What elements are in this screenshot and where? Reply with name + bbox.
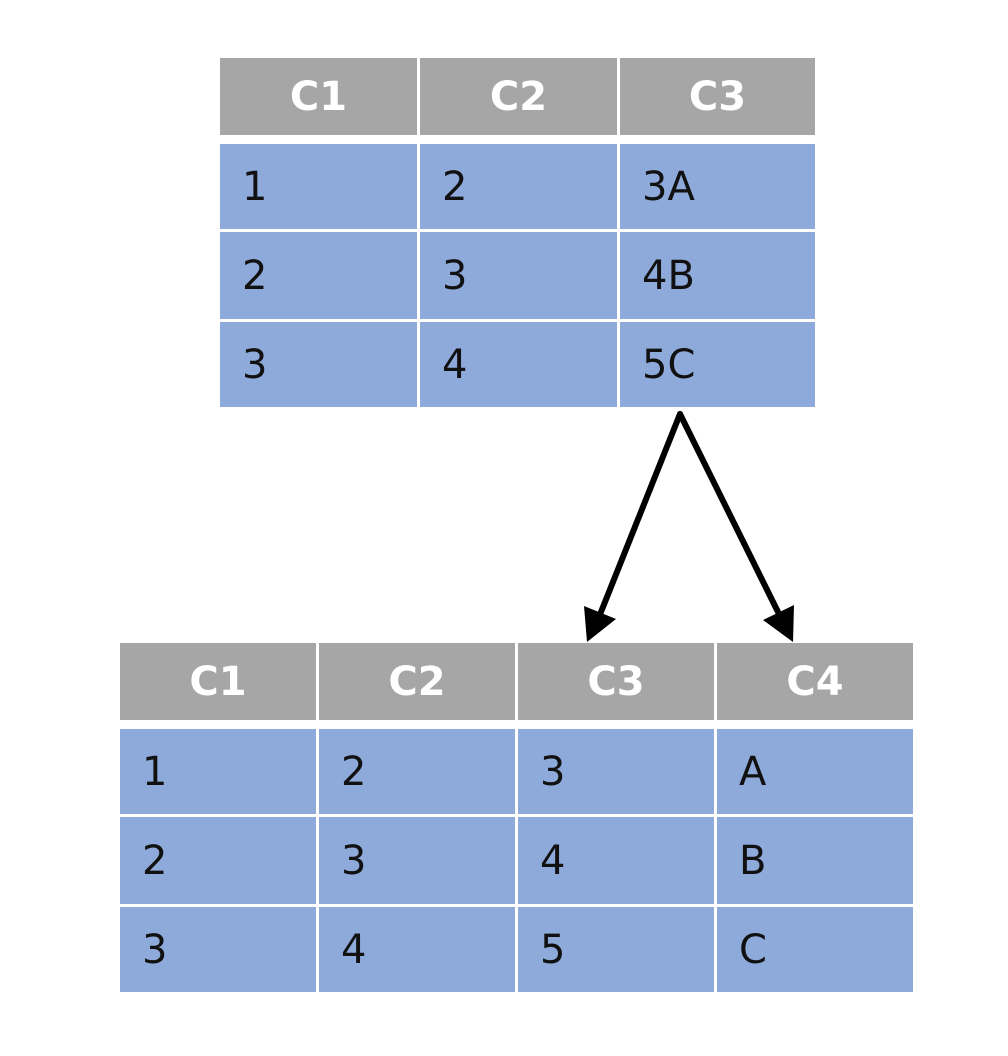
top-cell-r1-c2: 2 xyxy=(420,144,617,229)
top-cell-r3-c3: 5C xyxy=(620,322,815,407)
arrow-to-c3 xyxy=(584,411,683,642)
bottom-cell-r2-c4: B xyxy=(717,817,913,904)
bottom-cell-r3-c4: C xyxy=(717,907,913,992)
result-table: C1 C2 C3 C4 1 2 3 A 2 3 4 B 3 4 5 C xyxy=(120,643,913,992)
top-cell-r1-c1: 1 xyxy=(220,144,417,229)
bottom-header-c4: C4 xyxy=(717,643,913,720)
top-cell-r3-c2: 4 xyxy=(420,322,617,407)
bottom-cell-r1-c4: A xyxy=(717,729,913,814)
bottom-header-c3: C3 xyxy=(518,643,714,720)
bottom-cell-r1-c3: 3 xyxy=(518,729,714,814)
bottom-cell-r1-c1: 1 xyxy=(120,729,316,814)
bottom-header-c1: C1 xyxy=(120,643,316,720)
bottom-cell-r2-c3: 4 xyxy=(518,817,714,904)
arrow-to-c4 xyxy=(677,411,794,642)
top-cell-r2-c2: 3 xyxy=(420,232,617,319)
top-cell-r1-c3: 3A xyxy=(620,144,815,229)
top-header-c3: C3 xyxy=(620,58,815,135)
bottom-cell-r3-c1: 3 xyxy=(120,907,316,992)
top-header-c1: C1 xyxy=(220,58,417,135)
source-table: C1 C2 C3 1 2 3A 2 3 4B 3 4 5C xyxy=(220,58,815,407)
bottom-cell-r2-c1: 2 xyxy=(120,817,316,904)
top-header-c2: C2 xyxy=(420,58,617,135)
bottom-header-c2: C2 xyxy=(319,643,515,720)
bottom-cell-r1-c2: 2 xyxy=(319,729,515,814)
top-cell-r3-c1: 3 xyxy=(220,322,417,407)
top-cell-r2-c3: 4B xyxy=(620,232,815,319)
top-cell-r2-c1: 2 xyxy=(220,232,417,319)
bottom-cell-r3-c3: 5 xyxy=(518,907,714,992)
bottom-cell-r3-c2: 4 xyxy=(319,907,515,992)
bottom-cell-r2-c2: 3 xyxy=(319,817,515,904)
